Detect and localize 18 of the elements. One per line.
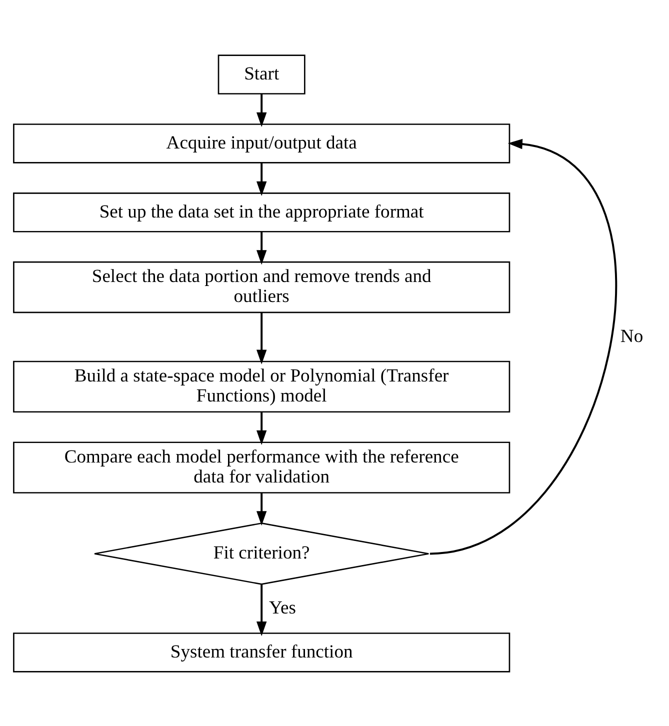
node-box: Start xyxy=(218,54,306,94)
arrow xyxy=(256,93,267,127)
node-box: System transfer function xyxy=(13,632,510,672)
edge-label: Yes xyxy=(268,597,296,618)
arrow xyxy=(256,584,267,636)
node-diamond: Fit criterion? xyxy=(94,522,430,584)
arrow xyxy=(256,312,267,364)
arrow xyxy=(256,411,267,444)
arrow xyxy=(256,231,267,264)
node-box: Build a state-space model or Polynomial (Transfer Functions) model xyxy=(13,360,510,412)
edge-label: No xyxy=(620,325,644,346)
node-box: Set up the data set in the appropriate format xyxy=(13,192,510,232)
node-box: Select the data portion and remove trends and outliers xyxy=(13,260,510,313)
arrow xyxy=(256,492,267,526)
node-box: Acquire input/output data xyxy=(13,123,510,163)
node-box: Compare each model performance with the reference data for validation xyxy=(13,441,510,493)
arrow xyxy=(430,138,616,554)
arrow xyxy=(256,162,267,196)
